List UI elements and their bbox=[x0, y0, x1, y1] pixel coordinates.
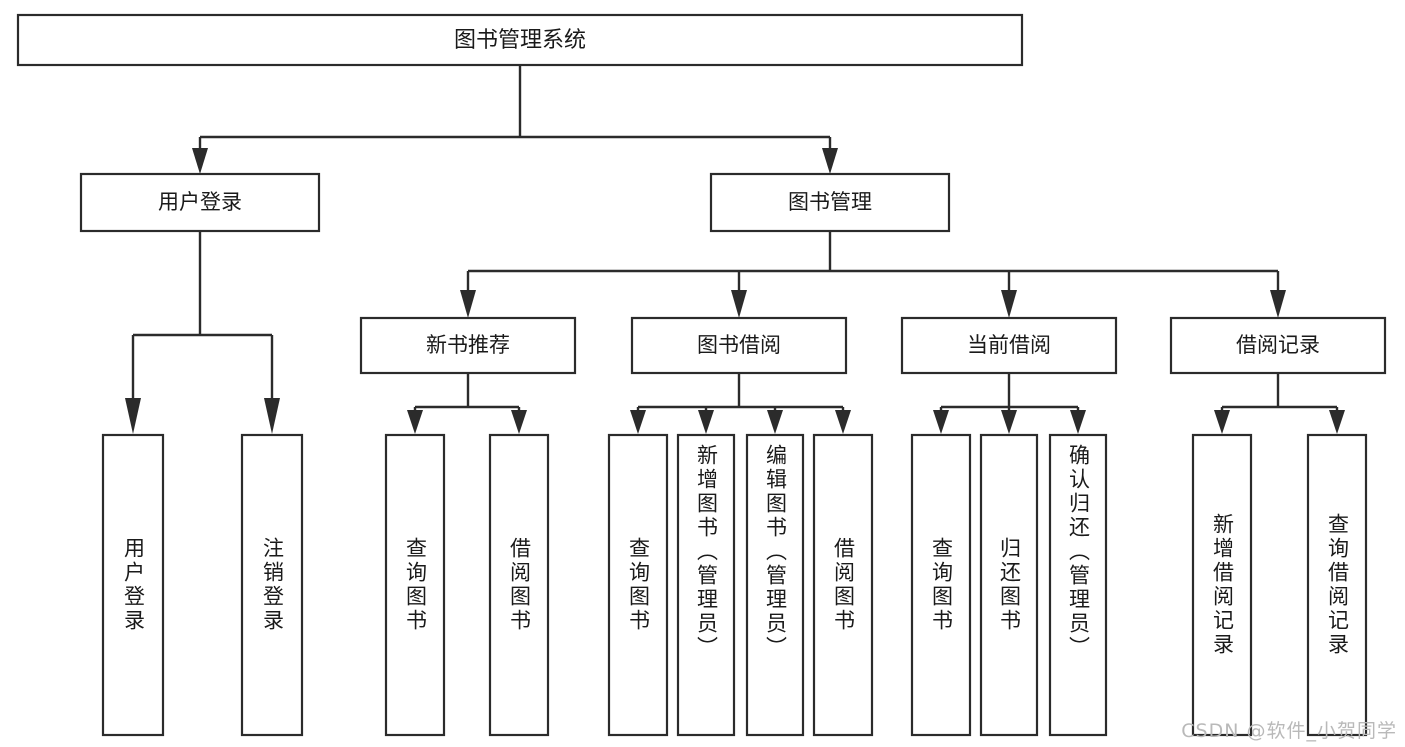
node-book-manage-box[interactable] bbox=[709, 172, 951, 233]
node-new-book-recommend-label: 新书推荐 bbox=[426, 333, 510, 357]
node-leaf-edit-book-box[interactable] bbox=[745, 433, 805, 737]
arrowhead-leaf-user-login bbox=[125, 398, 141, 434]
node-root-label: 图书管理系统 bbox=[454, 28, 586, 53]
arrowhead-new-book-recommend bbox=[460, 290, 476, 318]
arrowhead-leaf-query-record bbox=[1329, 410, 1345, 434]
connector-layer bbox=[125, 65, 1345, 434]
arrowhead-book-borrow bbox=[731, 290, 747, 318]
node-leaf-user-logout-box[interactable] bbox=[240, 433, 304, 737]
node-layer: 图书管理系统 用户登录 图书管理 新书推荐 图书借阅 当前借阅 借阅记录 bbox=[16, 13, 1387, 737]
csdn-watermark: CSDN @软件_小贺同学 bbox=[1181, 720, 1397, 742]
arrowhead-user-login bbox=[192, 148, 208, 174]
arrowhead-leaf-edit-book bbox=[767, 410, 783, 434]
arrowhead-leaf-query-book-2 bbox=[630, 410, 646, 434]
arrowhead-leaf-query-book-3 bbox=[933, 410, 949, 434]
node-current-borrow-box[interactable] bbox=[900, 316, 1118, 375]
node-leaf-return-book-box[interactable] bbox=[979, 433, 1039, 737]
node-book-borrow-label: 图书借阅 bbox=[697, 333, 781, 357]
arrowhead-leaf-return-book bbox=[1001, 410, 1017, 434]
node-leaf-query-book-1-box[interactable] bbox=[384, 433, 446, 737]
arrowhead-leaf-query-book-1 bbox=[407, 410, 423, 434]
node-leaf-borrow-book-2-box[interactable] bbox=[812, 433, 874, 737]
arrowhead-leaf-borrow-book-2 bbox=[835, 410, 851, 434]
arrowhead-leaf-user-logout bbox=[264, 398, 280, 434]
node-leaf-query-book-3-box[interactable] bbox=[910, 433, 972, 737]
node-leaf-query-record-box[interactable] bbox=[1306, 433, 1368, 737]
arrowhead-book-manage bbox=[822, 148, 838, 174]
node-book-borrow-box[interactable] bbox=[630, 316, 848, 375]
node-user-login-box[interactable] bbox=[79, 172, 321, 233]
node-leaf-query-book-2-box[interactable] bbox=[607, 433, 669, 737]
arrowhead-leaf-add-book bbox=[698, 410, 714, 434]
node-leaf-borrow-book-1-box[interactable] bbox=[488, 433, 550, 737]
arrowhead-leaf-add-record bbox=[1214, 410, 1230, 434]
node-leaf-add-book-box[interactable] bbox=[676, 433, 736, 737]
node-book-manage-label: 图书管理 bbox=[788, 190, 872, 214]
node-leaf-add-record-box[interactable] bbox=[1191, 433, 1253, 737]
arrowhead-leaf-borrow-book-1 bbox=[511, 410, 527, 434]
node-leaf-confirm-return-box[interactable] bbox=[1048, 433, 1108, 737]
node-leaf-user-login-box[interactable] bbox=[101, 433, 165, 737]
node-user-login-label: 用户登录 bbox=[158, 190, 242, 214]
node-root-box[interactable] bbox=[16, 13, 1024, 67]
arrowhead-borrow-record bbox=[1270, 290, 1286, 318]
arrowhead-current-borrow bbox=[1001, 290, 1017, 318]
node-borrow-record-label: 借阅记录 bbox=[1236, 333, 1320, 357]
arrowhead-leaf-confirm-return bbox=[1070, 410, 1086, 434]
node-borrow-record-box[interactable] bbox=[1169, 316, 1387, 375]
node-current-borrow-label: 当前借阅 bbox=[967, 333, 1051, 357]
node-new-book-recommend-box[interactable] bbox=[359, 316, 577, 375]
